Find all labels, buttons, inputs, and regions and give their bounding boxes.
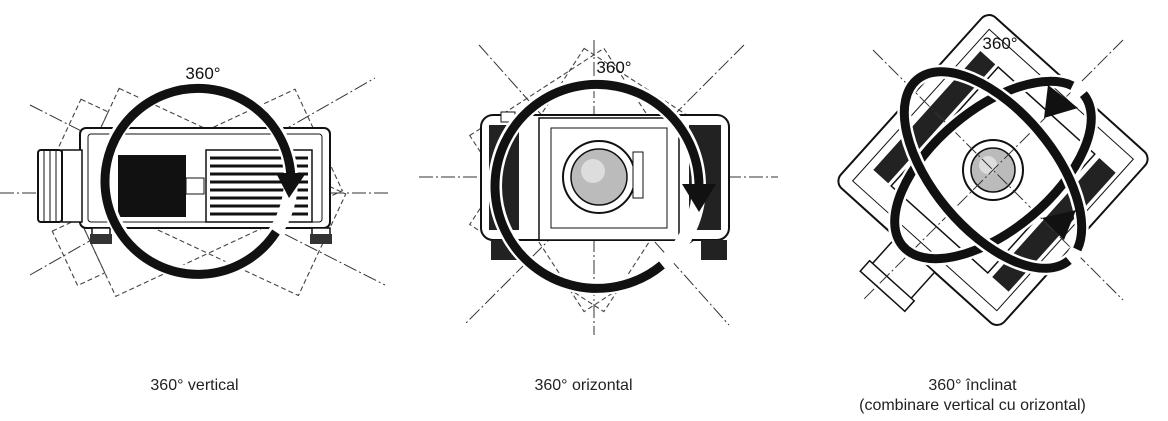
caption-line: 360° orizontal [534,377,633,394]
caption-line: 360° înclinat [928,377,1017,394]
caption-line: (combinare vertical cu orizontal) [859,397,1086,414]
rotation-arrow-icon [897,64,1089,276]
rotation-arrow-icon [98,80,306,280]
degree-label: 360° [596,58,631,77]
projector-front-view-diagram: 360° [419,40,778,335]
degree-label: 360° [185,64,220,83]
rotation-arrow-icon [488,77,716,295]
figure-horizontal: 360° 360° orizontal [389,0,778,421]
caption-line: 360° vertical [150,377,239,394]
side-vent-left [118,155,186,217]
projector-body [480,111,730,260]
lens-barrel [61,149,83,223]
projector-tilted-view-diagram: 360° [837,14,1149,326]
caption: 360° vertical [0,376,389,396]
caption: 360° orizontal [389,376,778,396]
degree-label: 360° [982,34,1017,53]
foot-right [701,240,727,260]
caption: 360° înclinat (combinare vertical cu ori… [778,376,1167,416]
figure-vertical: 360° 360° vertical [0,0,389,421]
projector-side-view-diagram: 360° [0,64,389,298]
projector-body [37,127,332,244]
rotation-arrow-icon [887,74,1099,266]
figure-tilt: 360° 360° înclinat (combinare vertical c… [778,0,1167,421]
